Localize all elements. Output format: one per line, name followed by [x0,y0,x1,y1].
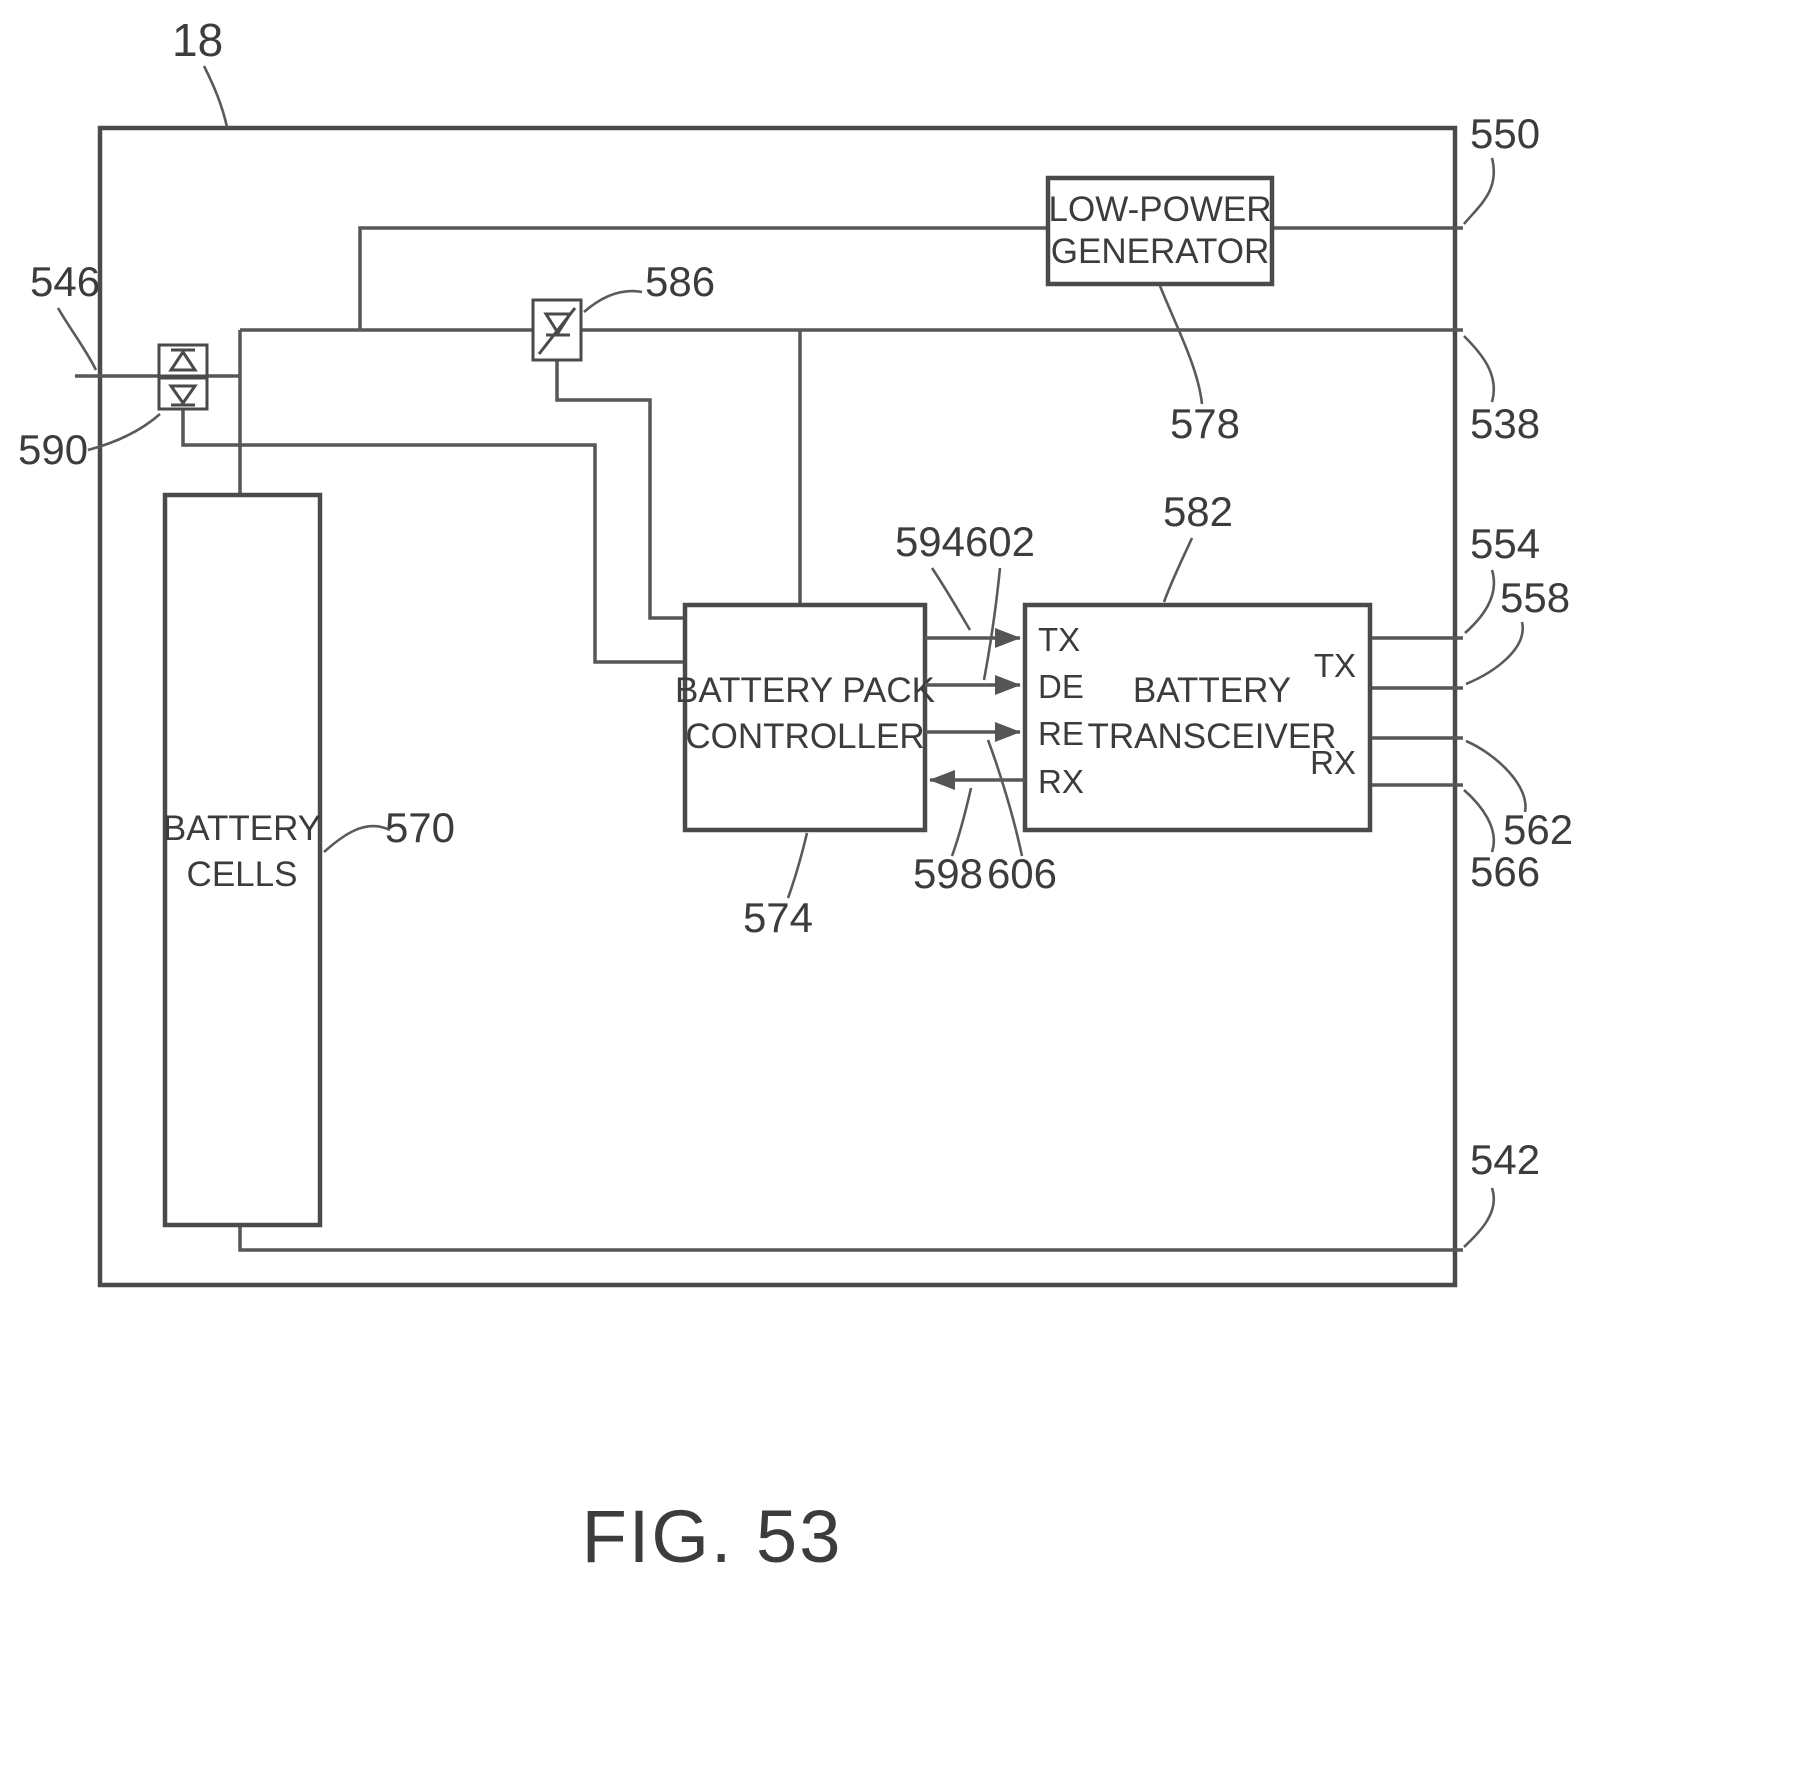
ref-label-18: 18 [172,14,223,66]
battery-cells-label-line1: BATTERY [163,809,321,848]
ref-label-538: 538 [1470,400,1540,447]
battery-transceiver-label-line2: TRANSCEIVER [1088,717,1337,756]
battery-pack-controller-label-line2: CONTROLLER [685,717,924,756]
ref-label-550: 550 [1470,110,1540,157]
battery-cells-outline [162,492,323,1228]
ref-label-542: 542 [1470,1136,1540,1183]
switch-590 [157,343,209,411]
ref-label-574: 574 [743,894,813,941]
leader-546 [56,307,98,371]
ref-label-554: 554 [1470,520,1540,567]
wire-switch590-to-controller [181,409,685,664]
reference-labels: 18 550 546 586 578 538 590 594 602 582 5… [18,14,1573,1183]
transceiver-pin-tx-left: TX [1038,621,1080,658]
switch-590-diode-up-icon [168,349,198,372]
switch-586-arrow-icon [537,307,577,355]
battery-cells-label-line2: CELLS [187,855,298,894]
transceiver-pin-de-left: DE [1038,668,1084,705]
transceiver-pin-rx-right: RX [1310,744,1356,781]
ref-label-582: 582 [1163,488,1233,535]
ref-label-586: 586 [645,258,715,305]
ref-label-590: 590 [18,426,88,473]
leader-550 [1463,157,1495,225]
ref-label-598: 598 [913,850,983,897]
low-power-generator-label-line2: GENERATOR [1051,232,1269,271]
leader-538 [1463,335,1495,403]
leader-602 [982,567,1002,681]
leader-590 [87,413,161,452]
leader-578 [1158,285,1204,405]
leader-594 [930,567,972,631]
leader-606 [986,739,1024,857]
ref-label-606: 606 [987,850,1057,897]
battery-pack-controller-box: BATTERY PACK CONTROLLER [675,602,935,833]
ref-label-546: 546 [30,258,100,305]
transceiver-pin-re-left: RE [1038,715,1084,752]
transceiver-pin-tx-right: TX [1314,647,1356,684]
leader-558 [1465,621,1524,686]
ref-label-570: 570 [385,804,455,851]
wire-switch586-to-controller [555,360,685,620]
battery-transceiver-outline [1022,602,1373,833]
switch-586 [531,298,583,362]
figure-caption: FIG. 53 [582,1495,843,1578]
low-power-generator-outline [1045,175,1275,287]
switch-590-diode-down-icon [168,384,198,406]
signal-arrows [925,628,1025,790]
leader-570 [323,824,391,853]
ref-label-594: 594 [895,518,965,565]
low-power-generator-box: LOW-POWER GENERATOR [1045,175,1275,287]
ref-label-558: 558 [1500,574,1570,621]
transceiver-pin-rx-left: RX [1038,763,1084,800]
leader-554 [1464,569,1496,634]
leader-562 [1465,739,1527,813]
leader-586 [583,289,643,313]
low-power-generator-label-line1: LOW-POWER [1049,190,1272,229]
leader-598 [950,787,973,857]
leader-542 [1463,1187,1495,1248]
leader-lines [56,65,1527,1248]
battery-cells-box: BATTERY CELLS [162,492,323,1228]
battery-pack-controller-label-line1: BATTERY PACK [675,671,935,710]
leader-574 [786,832,809,899]
battery-transceiver-label-line1: BATTERY [1133,671,1291,710]
leader-566 [1463,789,1495,853]
wire-542 [238,1225,1463,1252]
ref-label-602: 602 [965,518,1035,565]
ref-label-562: 562 [1503,806,1573,853]
ref-label-566: 566 [1470,848,1540,895]
leader-582 [1162,537,1194,603]
ref-label-578: 578 [1170,400,1240,447]
battery-transceiver-box: TX DE RE RX BATTERY TRANSCEIVER TX RX [1022,602,1373,833]
battery-pack-controller-outline [682,602,928,833]
leader-18 [202,65,229,128]
